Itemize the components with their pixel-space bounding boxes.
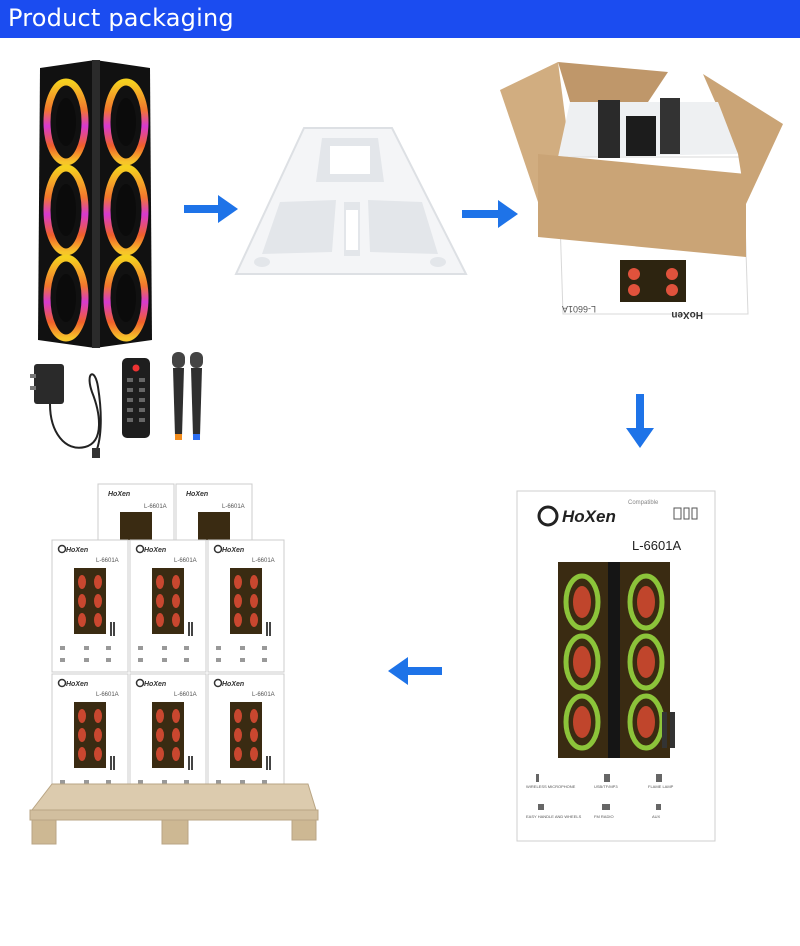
foam-insert-image bbox=[234, 127, 468, 275]
feature-label-3: EASY HANDLE AND WHEELS bbox=[526, 814, 582, 819]
arrow-right-icon bbox=[184, 195, 238, 223]
box-corner-label: Compatible bbox=[628, 500, 659, 506]
pallet-brand-3: HoXen bbox=[66, 547, 88, 554]
accessories-image bbox=[30, 352, 203, 458]
feature-label-0: WIRELESS MICROPHONE bbox=[526, 784, 576, 789]
header-bar: Product packaging bbox=[0, 0, 800, 38]
page-title: Product packaging bbox=[8, 4, 234, 32]
open-carton-image: L-6601A HoXen bbox=[500, 62, 783, 320]
pallet-brand-4: HoXen bbox=[144, 547, 166, 554]
pallet-model-2: L-6601A bbox=[222, 504, 245, 510]
arrow-left-icon bbox=[388, 657, 442, 685]
feature-label-2: FLAME LAMP bbox=[648, 784, 674, 789]
speaker-image bbox=[38, 60, 152, 348]
arrow-down-icon bbox=[626, 394, 654, 448]
pallet-model-4: L-6601A bbox=[174, 558, 197, 564]
pallet-model-6: L-6601A bbox=[96, 692, 119, 698]
pallet-model-3: L-6601A bbox=[96, 558, 119, 564]
pallet-model-1: L-6601A bbox=[144, 504, 167, 510]
carton-brand-text: HoXen bbox=[671, 309, 703, 320]
pallet-brand-1: HoXen bbox=[108, 491, 130, 498]
pallet-brand-8: HoXen bbox=[222, 681, 244, 688]
box-model-label: L-6601A bbox=[632, 538, 681, 553]
pallet-model-8: L-6601A bbox=[252, 692, 275, 698]
feature-label-1: USB/TF/MP3 bbox=[594, 784, 618, 789]
pallet-model-7: L-6601A bbox=[174, 692, 197, 698]
sealed-box-image: HoXen Compatible L-6601A WIRELESS MICROP… bbox=[516, 490, 716, 842]
box-brand-logo: HoXen bbox=[562, 507, 616, 526]
carton-model-text: L-6601A bbox=[562, 304, 596, 314]
pallet-model-5: L-6601A bbox=[252, 558, 275, 564]
pallet-brand-6: HoXen bbox=[66, 681, 88, 688]
pallet-brand-2: HoXen bbox=[186, 491, 208, 498]
arrow-right-icon bbox=[462, 200, 518, 228]
pallet-brand-5: HoXen bbox=[222, 547, 244, 554]
feature-label-5: AUX bbox=[652, 814, 661, 819]
pallet-brand-7: HoXen bbox=[144, 681, 166, 688]
pallet-stack-image: HoXen HoXen L-6601A L-6601A HoXen HoXen … bbox=[29, 483, 319, 845]
feature-label-4: FM RADIO bbox=[594, 814, 614, 819]
